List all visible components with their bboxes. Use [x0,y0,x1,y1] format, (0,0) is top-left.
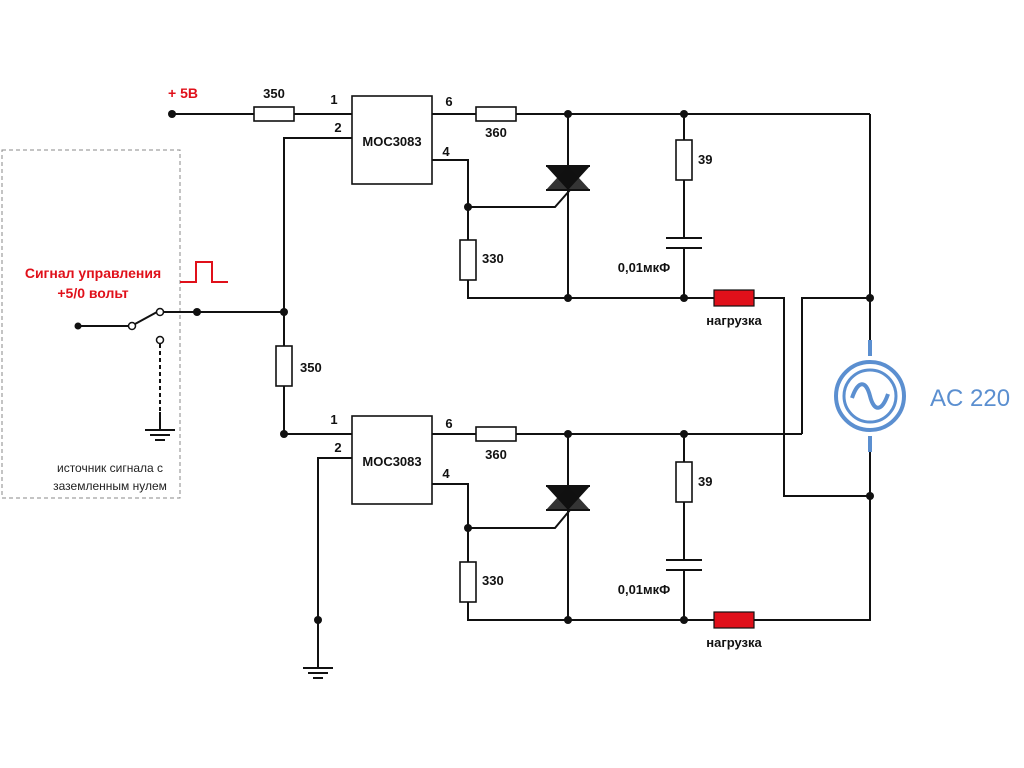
source-note-line2: заземленным нулем [53,479,167,493]
source-note-line1: источник сигнала с [57,461,163,475]
resistor-snubber-top [675,139,693,181]
resistor-gate-top-value: 330 [482,251,504,266]
optocoupler-bottom [351,415,433,505]
opto-bottom-pin6: 6 [445,416,452,431]
resistor-snubber-bottom-value: 39 [698,474,712,489]
capacitor-bottom [666,559,702,571]
resistor-out-top [475,106,517,122]
triac-top [468,114,590,298]
opto-top-pin2: 2 [334,120,341,135]
ground-icon-bottom [303,667,333,679]
resistor-input-mid [275,345,293,387]
optocoupler-bottom-name: MOC3083 [362,454,421,469]
capacitor-top [666,237,702,249]
resistor-gate-bottom-value: 330 [482,573,504,588]
load-top [713,289,755,307]
resistor-gate-bottom [459,561,477,603]
resistor-snubber-bottom [675,461,693,503]
resistor-out-top-value: 360 [485,125,507,140]
ac-source-icon [834,340,906,452]
opto-bottom-pin2: 2 [334,440,341,455]
capacitor-top-value: 0,01мкФ [618,260,671,275]
resistor-input-top [253,106,295,122]
load-bottom [713,611,755,629]
opto-bottom-pin1: 1 [330,412,337,427]
optocoupler-top [351,95,433,185]
load-bottom-label: нагрузка [706,635,762,650]
triac-bottom [468,434,590,620]
resistor-gate-top [459,239,477,281]
resistor-snubber-top-value: 39 [698,152,712,167]
signal-source-box [1,149,181,499]
opto-top-pin4: 4 [442,144,450,159]
pulse-icon [180,261,228,283]
supply-label: + 5В [168,85,198,101]
control-signal-label-line2: +5/0 вольт [57,285,128,301]
opto-top-pin6: 6 [445,94,452,109]
opto-top-pin1: 1 [330,92,337,107]
optocoupler-top-name: MOC3083 [362,134,421,149]
ac-source-label: AC 220 [930,385,1010,412]
control-signal-label-line1: Сигнал управления [25,265,161,281]
resistor-input-mid-value: 350 [300,360,322,375]
resistor-input-top-value: 350 [263,86,285,101]
ground-icon [145,429,175,441]
resistor-out-bottom [475,426,517,442]
opto-bottom-pin4: 4 [442,466,450,481]
resistor-out-bottom-value: 360 [485,447,507,462]
capacitor-bottom-value: 0,01мкФ [618,582,671,597]
load-top-label: нагрузка [706,313,762,328]
switch [74,307,165,430]
